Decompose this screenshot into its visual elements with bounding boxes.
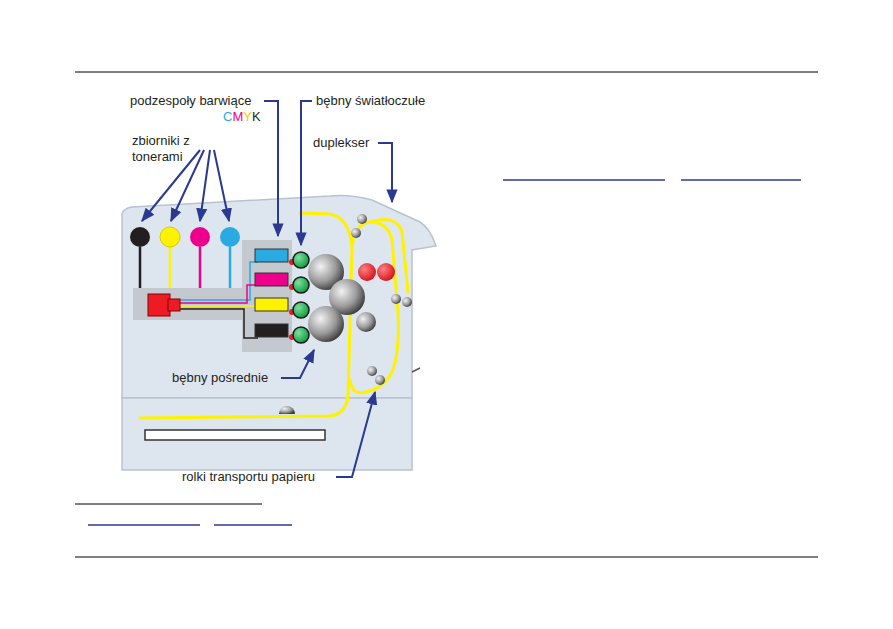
toner-tank	[160, 227, 180, 247]
link-underline	[214, 524, 292, 526]
laser-unit	[133, 288, 258, 320]
color-letter: Y	[243, 109, 252, 124]
page-rule	[75, 557, 818, 558]
developer-unit	[255, 298, 288, 311]
developer-unit	[255, 273, 288, 286]
toner-feed	[140, 247, 230, 290]
part-label: rolki transportu papieru	[182, 469, 315, 485]
developer-unit	[255, 324, 288, 337]
paper-exit	[412, 368, 420, 372]
toner-tank	[220, 227, 240, 247]
color-letter: M	[232, 109, 243, 124]
link-underline	[503, 179, 665, 181]
toner-tank	[130, 227, 150, 247]
link-underline	[681, 179, 801, 181]
developer-unit	[255, 249, 288, 262]
part-label: bębny światłoczułe	[316, 93, 425, 109]
laser-source	[168, 299, 180, 311]
tray-roller	[279, 406, 295, 414]
tray-slot	[145, 430, 325, 440]
toner-tank	[190, 227, 210, 247]
transport-roller	[351, 214, 412, 385]
paper-tray	[122, 398, 412, 470]
laser-source	[148, 294, 170, 316]
part-label: zbiorniki z tonerami	[132, 133, 198, 165]
color-letter: C	[223, 109, 232, 124]
part-label: bębny pośrednie	[172, 370, 268, 386]
footnote-rule	[75, 504, 262, 505]
color-letter: K	[252, 109, 261, 124]
page-rule	[75, 72, 818, 73]
fuser-roller	[358, 263, 395, 281]
photoconductor-drum	[293, 252, 309, 343]
part-label: duplekser	[313, 135, 369, 151]
laser-beams	[180, 262, 258, 338]
intermediate-drum	[308, 254, 376, 342]
developer-roller	[289, 259, 295, 340]
link-underline	[88, 524, 200, 526]
color-code: CMYK	[223, 109, 261, 125]
part-label: podzespoły barwiące	[130, 93, 251, 109]
